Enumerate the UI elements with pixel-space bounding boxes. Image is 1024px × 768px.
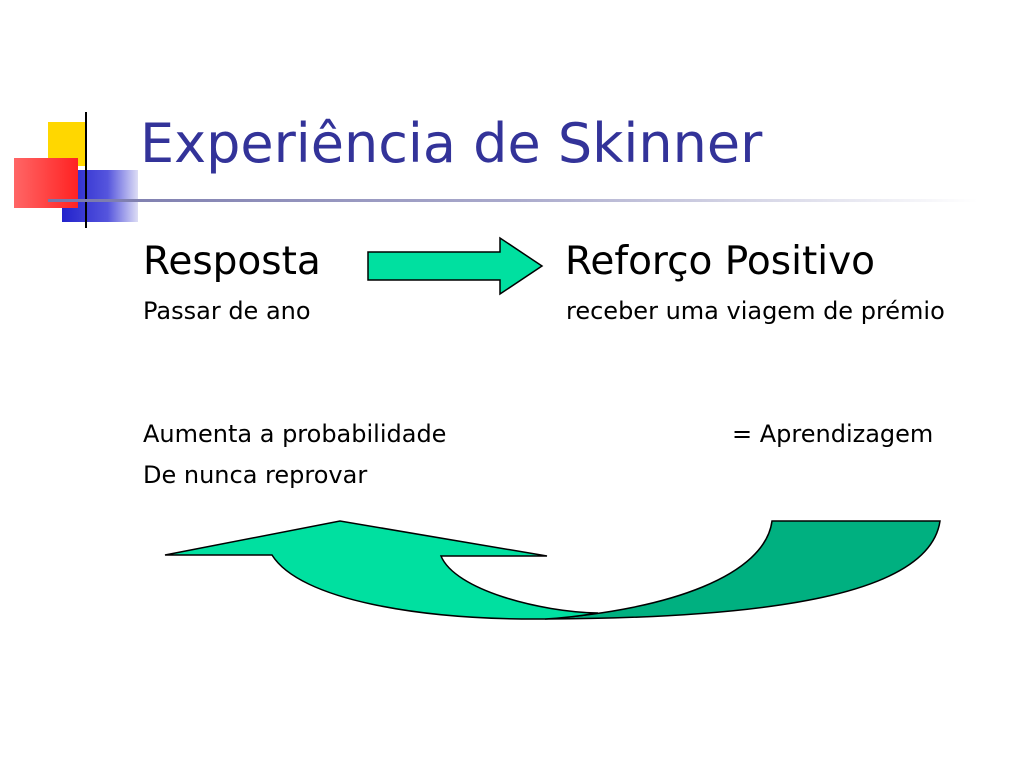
slide-title: Experiência de Skinner <box>140 112 763 175</box>
response-heading: Resposta <box>143 239 321 284</box>
effect-line-1: Aumenta a probabilidade <box>143 420 447 448</box>
title-underline <box>48 199 978 202</box>
reinforcement-heading: Reforço Positivo <box>565 239 876 284</box>
response-example: Passar de ano <box>143 297 311 325</box>
effect-line-2: De nunca reprovar <box>143 461 368 489</box>
result-text: = Aprendizagem <box>732 420 934 448</box>
reinforcement-example: receber uma viagem de prémio <box>566 297 945 325</box>
